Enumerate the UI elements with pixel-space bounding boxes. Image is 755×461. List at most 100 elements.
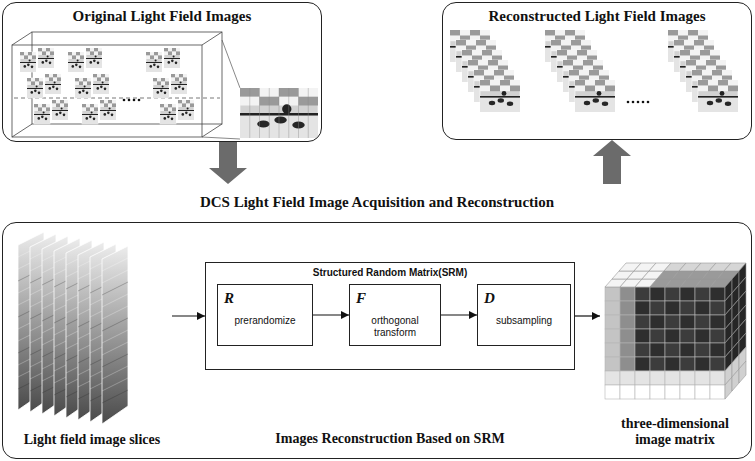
view-backdrop (31, 78, 35, 82)
view-backdrop (175, 78, 179, 82)
cube-cell (620, 329, 635, 343)
view-backdrop (686, 60, 696, 66)
view-floor (38, 59, 54, 68)
view-backdrop (466, 40, 476, 46)
cube-cell (620, 343, 635, 357)
view-backdrop (176, 52, 180, 56)
view-frame (20, 52, 36, 72)
view-backdrop (171, 78, 175, 82)
view-object (49, 61, 52, 64)
view-floor (52, 111, 68, 120)
cube-cell (665, 385, 680, 399)
view-object (168, 61, 171, 64)
cube-cell (635, 371, 650, 385)
node-title: D (484, 290, 564, 307)
view-object (79, 91, 82, 94)
light-field-view (575, 80, 615, 112)
cube-cell (650, 287, 665, 301)
view-backdrop (27, 78, 31, 82)
view-object (90, 61, 93, 64)
view-frame (52, 100, 68, 120)
slice-texture (102, 270, 128, 283)
view-backdrop (154, 56, 158, 60)
cube-cell (605, 357, 620, 371)
view-backdrop (490, 80, 500, 86)
slice-texture (102, 366, 128, 379)
view-backdrop (728, 86, 738, 92)
view-backdrop (480, 86, 490, 92)
view-backdrop (498, 60, 508, 66)
light-field-view (27, 78, 43, 98)
cube-cell (650, 329, 665, 343)
reconstructed-views (450, 30, 738, 112)
grid-line (249, 88, 250, 138)
view-backdrop (46, 52, 50, 56)
light-field-view (146, 52, 162, 72)
view-backdrop (494, 70, 504, 76)
view-object (29, 59, 31, 61)
slice-texture (102, 306, 128, 319)
view-object (86, 117, 89, 120)
view-backdrop (38, 52, 42, 56)
light-field-view (34, 104, 50, 124)
view-backdrop (164, 108, 168, 112)
view-object (56, 113, 59, 116)
view-backdrop (482, 50, 492, 56)
view-backdrop (186, 100, 190, 104)
cube-cell (605, 329, 620, 343)
view-floor (86, 59, 102, 68)
view-backdrop (98, 52, 102, 56)
view-bar (93, 84, 109, 85)
view-backdrop (450, 30, 460, 36)
view-backdrop (80, 56, 84, 60)
view-object (162, 85, 164, 87)
cube-cell (680, 315, 695, 329)
ellipsis-dot (647, 101, 650, 104)
view-backdrop (585, 86, 595, 92)
view-backdrop (708, 80, 718, 86)
node-title: three-dimensional image matrix (604, 416, 746, 448)
view-backdrop (42, 48, 46, 52)
light-field-view (240, 88, 318, 138)
view-backdrop (460, 30, 470, 36)
cube-cell (635, 315, 650, 329)
view-backdrop (698, 80, 708, 86)
view-backdrop (700, 50, 710, 56)
cube-cell (710, 371, 725, 385)
view-floor (27, 89, 43, 98)
view-backdrop (42, 104, 46, 108)
view-object (167, 115, 170, 118)
view-backdrop (172, 104, 176, 108)
view-object (182, 87, 185, 90)
view-backdrop (100, 104, 104, 108)
light-field-view (75, 78, 91, 98)
view-object (109, 107, 111, 109)
slice-texture (102, 294, 128, 307)
view-backdrop (101, 74, 105, 78)
view-backdrop (183, 78, 187, 82)
view-backdrop (164, 104, 168, 108)
matrix-box: Structured Random Matrix(SRM)Rprerandomi… (205, 262, 575, 370)
view-backdrop (45, 78, 49, 82)
cube-cell (665, 329, 680, 343)
view-backdrop (168, 48, 172, 52)
cube-cell (710, 329, 725, 343)
view-backdrop (190, 104, 194, 108)
slice-texture (102, 318, 128, 331)
volume-edge (202, 124, 222, 137)
view-backdrop (470, 30, 480, 36)
slice-texture (102, 282, 128, 295)
view-object (175, 61, 178, 64)
view-backdrop (702, 70, 712, 76)
view-floor (698, 98, 738, 112)
view-backdrop (164, 48, 168, 52)
view-object (185, 111, 188, 114)
image-cube (605, 263, 746, 399)
figure-caption-box: three-dimensional image matrix (600, 258, 750, 452)
cube-cell (680, 385, 695, 399)
view-backdrop (472, 50, 482, 56)
view-backdrop (64, 104, 68, 108)
cube-cell (605, 385, 620, 399)
